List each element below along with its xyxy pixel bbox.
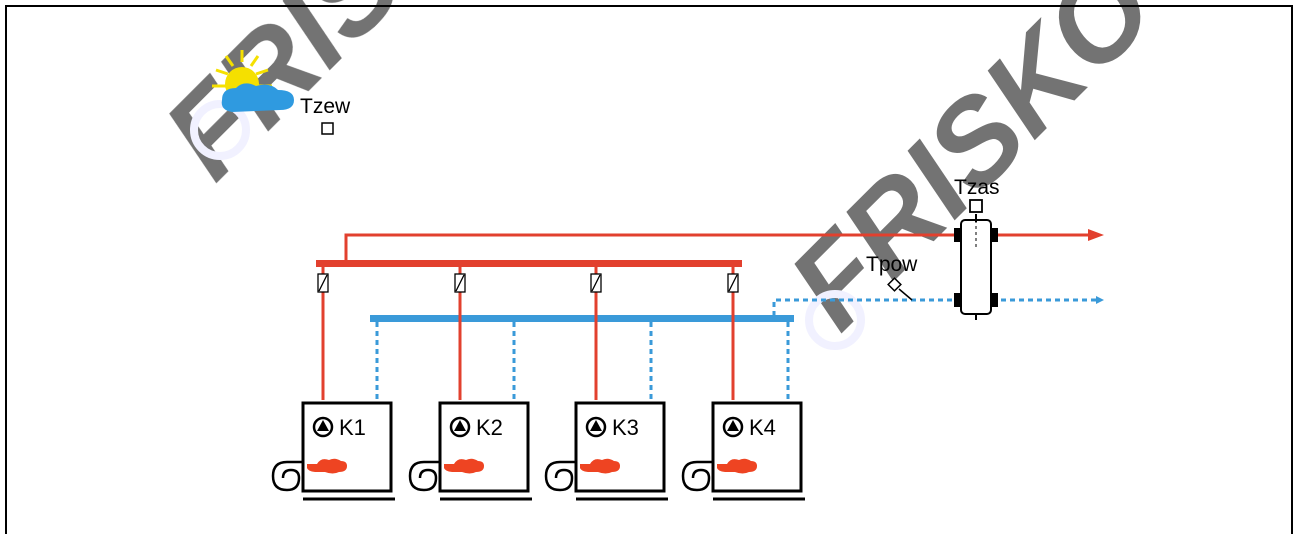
riser-k2	[454, 267, 466, 400]
main-supply-pipe	[344, 233, 1090, 262]
supply-sensor	[969, 199, 983, 213]
riser-k1	[317, 267, 329, 400]
hydraulic-separator	[954, 214, 998, 320]
boiler-label: K2	[476, 415, 503, 440]
flame-icon	[580, 458, 620, 474]
pump-icon	[585, 416, 607, 438]
boiler-return-lines	[375, 322, 790, 400]
return-header	[370, 315, 794, 322]
flame-icon	[444, 458, 484, 474]
diagram-frame	[5, 5, 1293, 539]
watermark-logo-2	[805, 290, 865, 350]
burner-fan-icon	[681, 460, 713, 492]
pump-icon	[449, 416, 471, 438]
boiler-k3: K3	[544, 401, 668, 501]
boiler-k4: K4	[681, 401, 805, 501]
supply-header	[316, 260, 742, 267]
supply-sensor-label: Tzas	[954, 176, 1000, 199]
boiler-supply-risers	[317, 267, 739, 400]
boiler-label: K4	[749, 415, 776, 440]
return-arrow	[1096, 296, 1104, 304]
return-sensor-label: Tpow	[866, 253, 918, 276]
boiler-k1: K1	[271, 401, 395, 501]
outdoor-sensor-label: Tzew	[300, 95, 351, 118]
pump-icon	[722, 416, 744, 438]
watermark-logo-1	[190, 100, 250, 160]
outdoor-sensor	[321, 122, 334, 135]
sun-cloud-icon	[212, 50, 294, 112]
return-sensor	[887, 277, 913, 301]
burner-fan-icon	[544, 460, 576, 492]
riser-k3	[590, 267, 602, 400]
boiler-k2: K2	[408, 401, 532, 501]
boiler-label: K3	[612, 415, 639, 440]
flame-icon	[717, 458, 757, 474]
pump-icon	[312, 416, 334, 438]
burner-fan-icon	[408, 460, 440, 492]
supply-arrow	[1088, 229, 1104, 241]
burner-fan-icon	[271, 460, 303, 492]
riser-k4	[727, 267, 739, 400]
flame-icon	[307, 458, 347, 474]
boiler-label: K1	[339, 415, 366, 440]
